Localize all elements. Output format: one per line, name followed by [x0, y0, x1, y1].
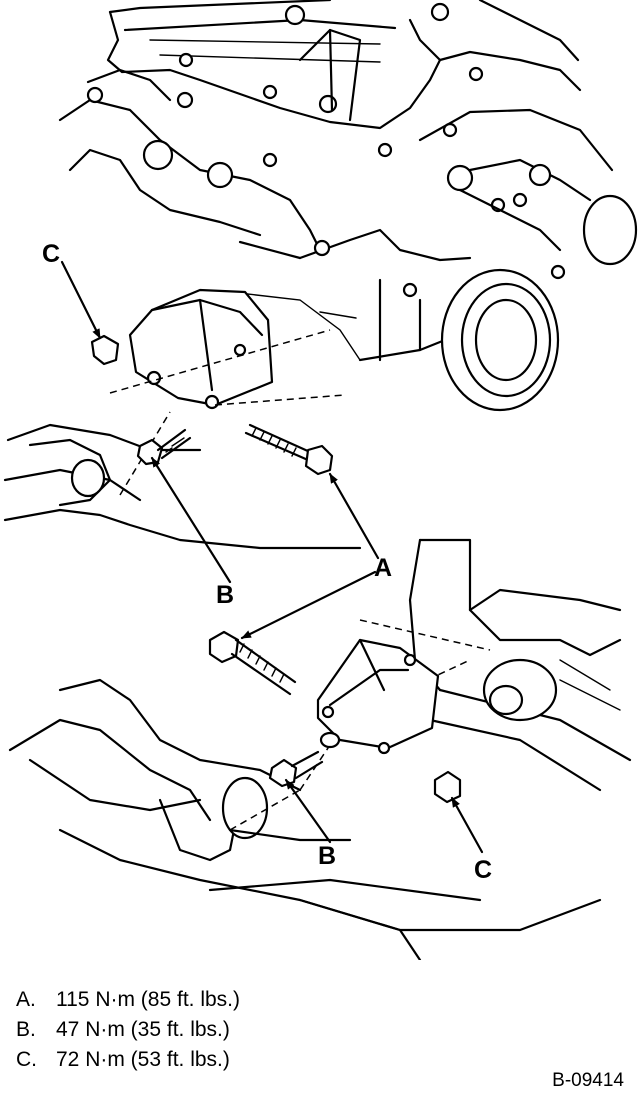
legend-letter: C. [16, 1048, 37, 1071]
legend-value: 72 N·m (53 ft. lbs.) [56, 1048, 230, 1071]
callout-c-upper: C [42, 240, 60, 268]
callout-b-lower: B [318, 842, 336, 870]
legend-letter: B. [16, 1018, 36, 1041]
lower-mount-bracket [8, 638, 602, 960]
lower-nut-c [433, 770, 462, 804]
torque-legend: A. 115 N·m (85 ft. lbs.) B. 47 N·m (35 ft.… [16, 985, 240, 1075]
lower-washer [319, 731, 341, 749]
legend-letter: A. [16, 988, 36, 1011]
upper-mount-bracket [3, 288, 362, 550]
engine-block [58, 0, 638, 412]
callout-c-lower: C [474, 856, 492, 884]
lower-bolt-a [208, 630, 297, 696]
legend-item-a: A. 115 N·m (85 ft. lbs.) [16, 985, 240, 1015]
legend-item-b: B. 47 N·m (35 ft. lbs.) [16, 1015, 240, 1045]
figure-id: B-09414 [552, 1070, 624, 1091]
legend-value: 47 N·m (35 ft. lbs.) [56, 1018, 230, 1041]
callout-b-upper: B [216, 581, 234, 609]
callout-arrows [60, 260, 484, 854]
upper-bolt-b [136, 428, 192, 466]
upper-nut-c [90, 334, 120, 366]
legend-value: 115 N·m (85 ft. lbs.) [56, 988, 240, 1011]
callout-a: A [374, 554, 392, 582]
upper-bolt-a [244, 423, 334, 476]
engine-mount-diagram: C B A B C [3, 0, 638, 960]
legend-item-c: C. 72 N·m (53 ft. lbs.) [16, 1045, 240, 1075]
